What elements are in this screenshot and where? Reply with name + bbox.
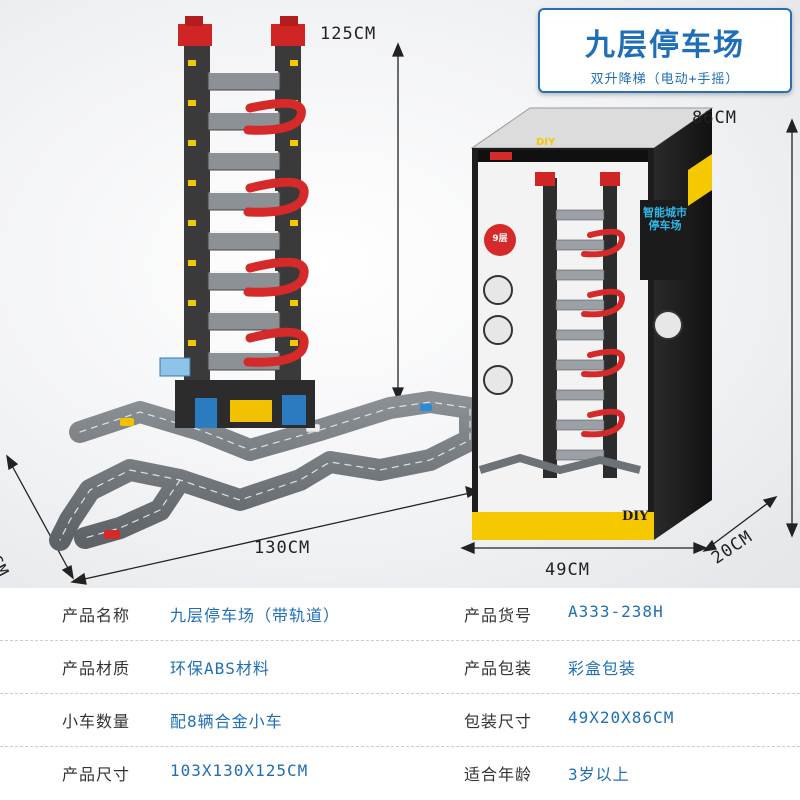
toy-cars (104, 404, 432, 539)
product-box: DIY (470, 107, 714, 540)
spec-label: 产品包装 (464, 659, 533, 678)
spec-label: 适合年龄 (464, 765, 533, 784)
box-height-dimension-label: 86CM (692, 108, 737, 128)
spec-value: 3岁以上 (568, 765, 630, 784)
spec-label: 产品名称 (62, 606, 131, 625)
dimension-lines (6, 42, 798, 585)
box-logo: DIY (622, 509, 649, 524)
product-subtitle: 双升降梯（电动+手摇） (590, 72, 740, 87)
product-title: 九层停车场 (585, 28, 745, 63)
spec-label: 产品材质 (62, 659, 131, 678)
spec-row: 产品材质 环保ABS材料 产品包装 彩盒包装 (0, 641, 800, 694)
height-dimension-label: 125CM (320, 24, 377, 44)
spec-value: 彩盒包装 (568, 659, 637, 678)
spec-label: 小车数量 (62, 712, 131, 731)
parking-tower (159, 16, 315, 428)
spec-row: 小车数量 配8辆合金小车 包装尺寸 49X20X86CM (0, 694, 800, 747)
spec-label: 产品尺寸 (62, 765, 131, 784)
spec-table: 产品名称 九层停车场（带轨道） 产品货号 A333-238H 产品材质 环保AB… (0, 588, 800, 800)
width-dimension-label: 130CM (254, 538, 311, 558)
spec-label: 包装尺寸 (464, 712, 533, 731)
svg-text:DIY: DIY (536, 137, 556, 148)
spec-value: 九层停车场（带轨道） (170, 606, 341, 625)
box-width-dimension-label: 49CM (545, 560, 590, 580)
title-badge: 九层停车场 双升降梯（电动+手摇） (538, 8, 792, 93)
spec-row: 产品尺寸 103X130X125CM 适合年龄 3岁以上 (0, 747, 800, 800)
spec-value: 环保ABS材料 (170, 659, 270, 678)
spec-value: A333-238H (568, 602, 664, 621)
box-floors-badge: 9层 (492, 234, 508, 244)
spec-value: 49X20X86CM (568, 708, 675, 727)
box-smart-city-label: 智能城市停车场 (643, 206, 687, 232)
product-illustration: DIY (6, 16, 798, 585)
spec-row: 产品名称 九层停车场（带轨道） 产品货号 A333-238H (0, 588, 800, 641)
spec-value: 配8辆合金小车 (170, 712, 283, 731)
spec-value: 103X130X125CM (170, 761, 309, 780)
race-track (49, 391, 481, 551)
product-image-area: DIY (0, 0, 800, 588)
spec-label: 产品货号 (464, 606, 533, 625)
